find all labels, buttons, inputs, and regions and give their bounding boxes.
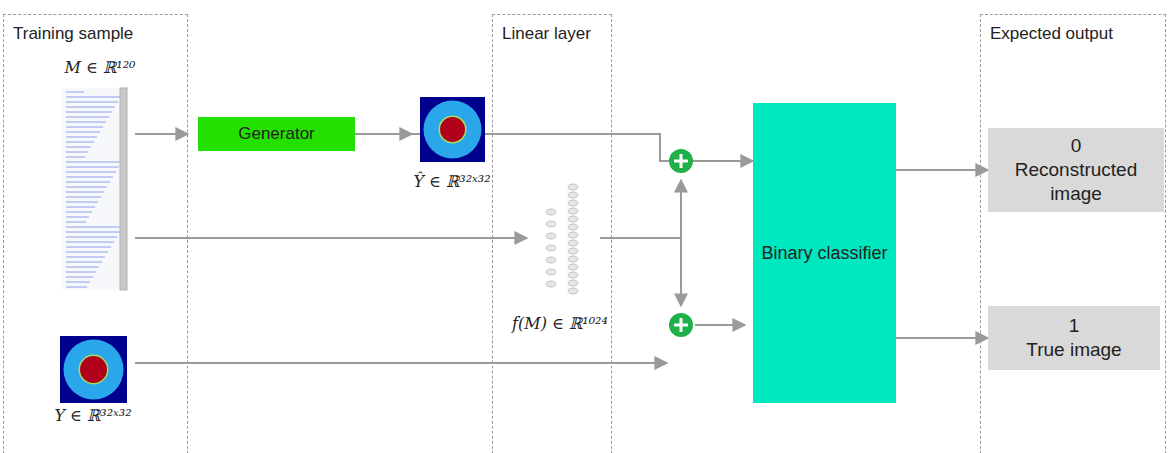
- generator-box: Generator: [198, 117, 355, 151]
- flow-arrow: [896, 169, 988, 171]
- vector-illustration: [62, 88, 127, 290]
- math-label: Ŷ ∈ ℝ³²ˣ³²: [413, 172, 490, 191]
- classifier-box: Binary classifier: [753, 103, 896, 403]
- true-image: [60, 336, 127, 403]
- output-box: 0Reconstructed image: [988, 128, 1164, 212]
- box-text: Generator: [238, 123, 315, 144]
- math-label: M ∈ ℝ¹²⁰: [65, 58, 136, 77]
- flow-arrow: [896, 337, 988, 339]
- panel-heading: Training sample: [13, 24, 133, 44]
- box-text: Binary classifier: [761, 242, 887, 265]
- panel-heading: Expected output: [990, 24, 1113, 44]
- box-text: 0: [1071, 134, 1082, 158]
- sample-panel: Training sample: [3, 14, 188, 453]
- panel-heading: Linear layer: [502, 24, 591, 44]
- neuron-column: [546, 184, 578, 294]
- linear-layer-panel: Linear layer: [492, 14, 612, 453]
- math-label: f(M) ∈ ℝ¹⁰²⁴: [512, 314, 608, 333]
- reconstructed-image: [420, 97, 485, 162]
- output-panel: Expected output 0Reconstructed image 1True…: [980, 14, 1166, 453]
- output-box: 1True image: [988, 306, 1160, 370]
- box-text: Reconstructed image: [994, 158, 1158, 206]
- plus-symbol: [669, 149, 693, 337]
- box-text: 1: [1069, 314, 1080, 338]
- box-text: True image: [1026, 338, 1121, 362]
- arrows: [135, 134, 745, 363]
- flow-arrow: [355, 134, 753, 161]
- math-label: Y ∈ ℝ³²ˣ³²: [54, 406, 131, 425]
